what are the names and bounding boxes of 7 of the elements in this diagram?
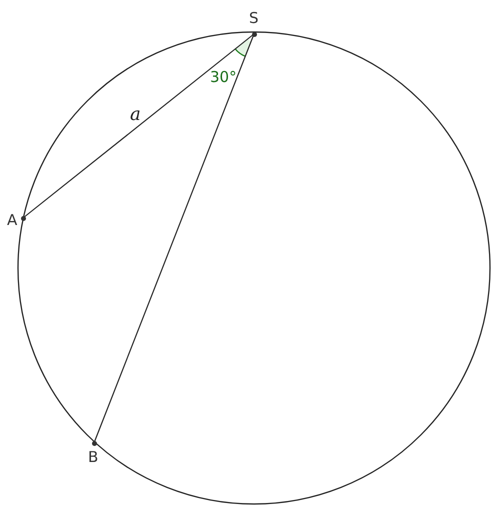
point-label: A: [7, 212, 18, 228]
line-segment: [93, 34, 255, 444]
point-label: B: [88, 449, 98, 465]
point-label: S: [249, 10, 259, 26]
angle-label: 30°: [210, 68, 237, 86]
line-segment: [22, 34, 254, 218]
edge-label: a: [130, 104, 141, 125]
